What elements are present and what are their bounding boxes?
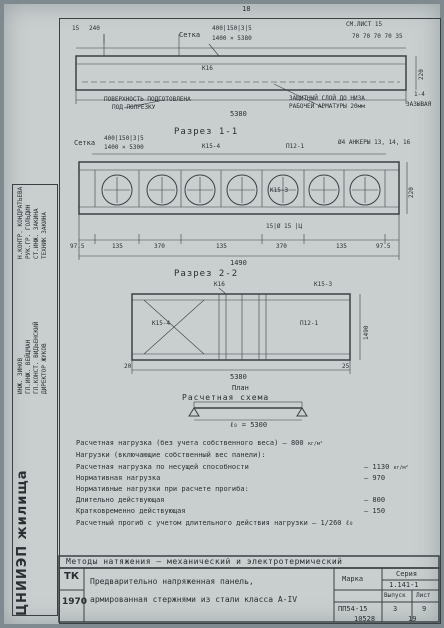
section1-k15-3: K15-3 xyxy=(270,187,289,194)
section-2-title: Разрез 2-2 xyxy=(174,269,239,279)
load-label-2: Расчетная нагрузка по несущей способност… xyxy=(76,463,249,471)
section2-dim-1490: 1490 xyxy=(363,325,370,340)
k16-top: K16 xyxy=(202,65,213,72)
footer-code: 10528 xyxy=(354,615,376,623)
section2-k16: K16 xyxy=(214,281,225,288)
load-label-1: Нагрузки (включающие собственный вес пан… xyxy=(76,451,266,459)
stamp-mark-label: Марка xyxy=(342,575,364,583)
zazor-label: ЗАЗЫВАЯ xyxy=(406,101,432,108)
setka-frac-bottom: 1400 × 5380 xyxy=(212,35,252,42)
load-label-7: Расчетный прогиб с учетом длительного де… xyxy=(76,519,317,527)
load-value-0: 800 xyxy=(290,439,304,447)
sheet-number: 18 xyxy=(242,5,251,13)
stamp-sheet-label: Лист xyxy=(416,592,431,599)
load-unit-2: кг/м² xyxy=(393,465,409,471)
section-1-title: Разрез 1-1 xyxy=(174,127,239,137)
section2-dim-20: 20 xyxy=(124,363,132,370)
drawing-lines xyxy=(58,34,440,623)
section1-frac-bottom: 1400 × 5300 xyxy=(104,144,144,151)
load-value-5: — 800 xyxy=(364,496,386,504)
load-value-6: — 150 xyxy=(364,507,386,515)
dim-70-series: 70 70 70 70 35 xyxy=(352,33,403,40)
setka-frac-top: 400|150|3|5 xyxy=(212,25,252,32)
section1-total: 1490 xyxy=(230,259,247,267)
setka-label-top: Сетка xyxy=(179,31,201,39)
dim-240: 240 xyxy=(89,25,100,32)
stamp-title-2: армированная стержнями из стали класса А… xyxy=(90,595,298,604)
smlist-label: СМ.ЛИСТ 15 xyxy=(346,21,383,28)
section1-dim-220: 220 xyxy=(408,187,415,198)
dim-1-4: 1-4 xyxy=(414,91,425,98)
load-unit-7: ℓ₀ xyxy=(345,519,354,527)
load-label-0: Расчетная нагрузка (без учета собственно… xyxy=(76,439,287,447)
dim-5: 135 xyxy=(336,243,347,250)
section2-dim-25: 25 xyxy=(342,363,350,370)
load-value-2-wrap: — 1130 кг/м² xyxy=(364,464,409,471)
protect-layer-2: РАБОЧЕЙ АРМАТУРЫ 20мм xyxy=(289,103,365,110)
stamp-year: 1970 xyxy=(62,597,88,607)
dim-15: 15 xyxy=(72,25,80,32)
section2-k15-4: K15-4 xyxy=(152,320,171,327)
stamp-sheet-value: 9 xyxy=(422,605,427,613)
drawing-sheet: Н.КОНТР. КОНДРАТЬЕВА РУК.ГР. ГОЛЬДИН СТ.… xyxy=(4,4,441,624)
load-label-3: Нормативная нагрузка xyxy=(76,474,161,482)
stamp-mark-value: ПП54-15 xyxy=(338,605,368,613)
load-row-0: Расчетная нагрузка (без учета собственно… xyxy=(76,440,323,447)
load-row-3: Нормативная нагрузка xyxy=(76,475,160,482)
section1-anchors: Ø4 АНКЕРЫ 13, 14, 16 xyxy=(338,139,411,146)
section2-dim-5380: 5380 xyxy=(230,373,247,381)
load-row-1: Нагрузки (включающие собственный вес пан… xyxy=(76,452,266,459)
dim-4: 370 xyxy=(276,243,287,250)
stamp-title-1: Предварительно напряженная панель, xyxy=(90,577,254,586)
signature-sidebar xyxy=(12,184,58,616)
stamp-series-label: Серия xyxy=(396,570,418,578)
scheme-span: ℓ₀ = 5300 xyxy=(230,421,268,429)
length-5380: 5380 xyxy=(230,110,247,118)
load-value-7: 1/260 xyxy=(320,519,342,527)
load-label-5: Длительно действующая xyxy=(76,496,165,504)
footer-page: 19 xyxy=(408,615,417,623)
dim-1: 135 xyxy=(112,243,123,250)
section1-frac-top: 400|150|3|5 xyxy=(104,135,144,142)
section1-setka: Сетка xyxy=(74,139,96,147)
stamp-issue-value: 3 xyxy=(393,605,398,613)
section1-k15-4: K15-4 xyxy=(202,143,221,150)
load-row-2: Расчетная нагрузка по несущей способност… xyxy=(76,464,249,471)
load-label-6: Кратковременно действующая xyxy=(76,507,186,515)
dim-2: 370 xyxy=(154,243,165,250)
note-surface: ПОВЕРХНОСТЬ ПОДГОТОВЛЕНА xyxy=(104,96,191,103)
dim-220-top: 220 xyxy=(418,69,425,80)
dim-0: 97.5 xyxy=(70,243,85,250)
scheme-title: Расчетная схема xyxy=(182,393,270,402)
section2-p12-1: П12-1 xyxy=(300,320,319,327)
load-row-5: Длительно действующая xyxy=(76,497,165,504)
stamp-tk: ТК xyxy=(64,571,79,582)
main-frame xyxy=(59,18,441,624)
load-row-7: Расчетный прогиб с учетом длительного де… xyxy=(76,520,353,527)
load-row-6: Кратковременно действующая xyxy=(76,508,186,515)
dim-3: 135 xyxy=(216,243,227,250)
protect-layer: ЗАЩИТНЫЙ СЛОЙ ДО НИЗА xyxy=(289,95,365,102)
section1-p12-1: П12-1 xyxy=(286,143,305,150)
section1-rebar: 15|Ø 15 |Ц xyxy=(266,223,303,230)
stamp-issue-label: Выпуск xyxy=(384,592,406,599)
stamp-series-value: 1.141-1 xyxy=(389,581,419,589)
load-value-2: — 1130 xyxy=(364,463,390,471)
plan-label: План xyxy=(232,384,249,392)
section2-k15-3: K15-3 xyxy=(314,281,333,288)
dim-6: 97.5 xyxy=(376,243,391,250)
load-unit-0: кг/м² xyxy=(307,441,323,447)
load-label-4: Нормативные нагрузки при расчете прогиба… xyxy=(76,485,249,493)
note-cut: ПОД ПОЛРЕЗКУ xyxy=(112,104,156,111)
load-value-3: — 970 xyxy=(364,474,386,482)
load-row-4: Нормативные нагрузки при расчете прогиба… xyxy=(76,486,249,493)
method-banner: Методы натяжения — механический и электр… xyxy=(66,557,343,566)
